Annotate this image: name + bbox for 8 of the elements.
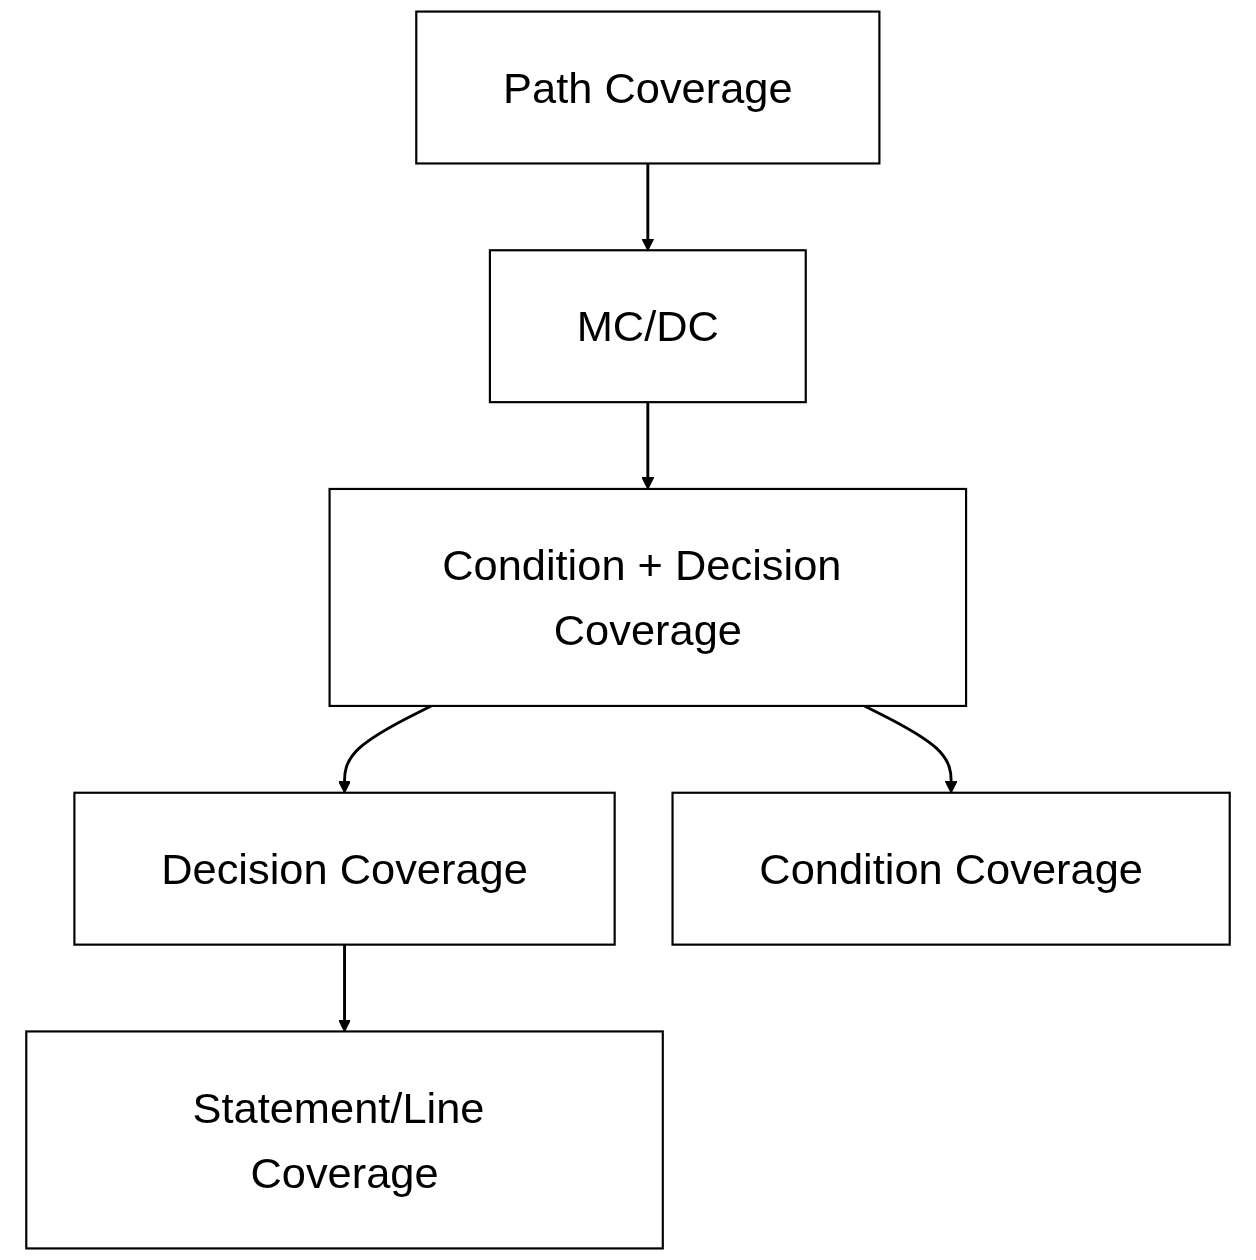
node-box: Condition + Decision Coverage bbox=[328, 487, 968, 708]
arrow bbox=[641, 163, 655, 251]
node-box: Decision Coverage bbox=[73, 791, 616, 946]
node-box: Condition Coverage bbox=[671, 791, 1231, 946]
node-box: Statement/Line Coverage bbox=[25, 1030, 664, 1250]
node-box: Path Coverage bbox=[415, 10, 881, 165]
arrow bbox=[338, 944, 351, 1032]
node-box: MC/DC bbox=[488, 249, 807, 404]
